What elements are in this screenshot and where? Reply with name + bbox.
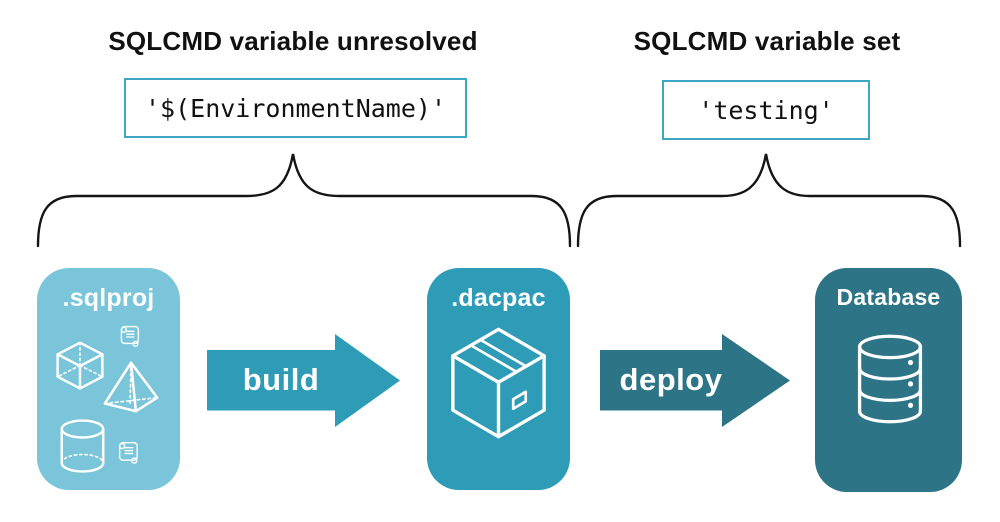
cylinder-icon bbox=[58, 418, 107, 474]
database-card-title: Database bbox=[836, 284, 941, 310]
heading-unresolved: SQLCMD variable unresolved bbox=[108, 26, 478, 56]
database-icon bbox=[853, 332, 927, 426]
deploy-arrow-label: deploy bbox=[619, 362, 723, 397]
right-brace bbox=[576, 153, 962, 248]
dacpac-card: .dacpac bbox=[427, 268, 570, 490]
build-arrow bbox=[207, 334, 400, 427]
package-icon bbox=[447, 323, 550, 443]
script-icon bbox=[113, 437, 143, 470]
code-box-set: 'testing' bbox=[662, 80, 870, 140]
database-card: Database bbox=[815, 268, 962, 492]
code-value-set: 'testing' bbox=[698, 95, 834, 125]
code-box-unresolved: '$(EnvironmentName)' bbox=[124, 78, 467, 138]
sqlproj-card-title: .sqlproj bbox=[62, 284, 155, 312]
script-icon bbox=[115, 321, 144, 353]
heading-set: SQLCMD variable set bbox=[633, 26, 901, 56]
code-value-unresolved: '$(EnvironmentName)' bbox=[144, 93, 447, 123]
dacpac-card-title: .dacpac bbox=[451, 284, 546, 312]
left-brace bbox=[36, 153, 572, 248]
build-arrow-label: build bbox=[242, 362, 320, 397]
cube-icon bbox=[52, 336, 108, 396]
deploy-arrow bbox=[600, 334, 790, 427]
sqlproj-card: .sqlproj bbox=[37, 268, 180, 490]
pyramid-icon bbox=[101, 356, 163, 418]
